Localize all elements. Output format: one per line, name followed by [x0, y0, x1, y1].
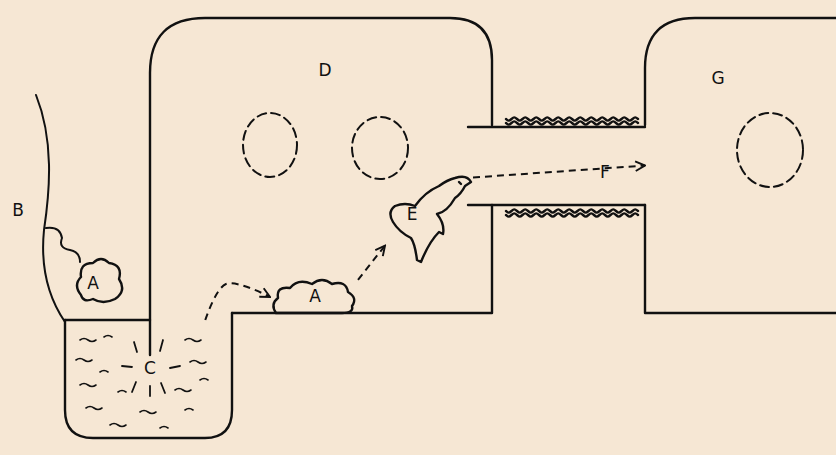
radial-dash	[160, 340, 163, 351]
part-letter: A	[309, 288, 321, 305]
outline-path	[506, 121, 638, 124]
node-outline	[492, 118, 645, 213]
radial-dash	[161, 383, 165, 393]
water-mark	[76, 359, 92, 362]
water-mark	[185, 409, 193, 411]
pit: C	[65, 320, 232, 440]
passage: F	[492, 118, 645, 213]
dashed-circle	[737, 113, 803, 187]
flow-arrow	[205, 283, 270, 320]
outline-path	[65, 319, 150, 321]
outline-path	[468, 204, 645, 206]
radial-dash	[122, 366, 132, 367]
radial-dash	[132, 382, 136, 392]
radial-dash	[134, 342, 137, 352]
outline-path	[273, 280, 354, 313]
dashed-circle	[352, 117, 408, 179]
part-letter: F	[600, 164, 610, 181]
outline-path	[77, 259, 122, 302]
wall-curve	[36, 95, 65, 322]
outline-path	[390, 177, 471, 262]
radial-dash	[170, 366, 180, 368]
part-letter: E	[407, 206, 418, 223]
cloud-body: A	[270, 276, 358, 314]
compartment: D A E	[150, 18, 492, 313]
water-mark	[118, 391, 126, 393]
water-mark	[80, 339, 96, 342]
part-letter: C	[144, 360, 156, 377]
outline-path	[65, 313, 232, 438]
water-mark	[200, 379, 208, 381]
outline-path	[645, 205, 836, 313]
node-outline	[73, 255, 125, 303]
creature: E	[385, 172, 473, 264]
part-letter: D	[318, 62, 331, 79]
outline-path	[468, 126, 645, 128]
water-mark	[160, 427, 168, 429]
cloud-body: A	[73, 255, 125, 303]
node-outline	[385, 172, 473, 264]
node-outline	[645, 18, 836, 313]
outline-path	[232, 205, 492, 313]
water-mark	[140, 411, 156, 414]
water-mark	[185, 339, 201, 342]
flow-arrow	[358, 246, 385, 280]
outline-path	[645, 18, 836, 125]
outline-path	[506, 213, 638, 216]
outline-path	[459, 182, 461, 184]
part-letter: B	[12, 202, 24, 219]
dashed-circle	[243, 113, 297, 177]
water-mark	[190, 361, 206, 364]
water-mark	[86, 407, 102, 410]
water-mark	[100, 371, 108, 373]
water-mark	[110, 424, 126, 427]
outline-path	[506, 209, 638, 212]
flow-arrow	[473, 166, 645, 178]
part-letter: A	[87, 275, 99, 292]
part-letter: G	[711, 70, 724, 87]
node-outline	[65, 320, 232, 440]
outline-path	[150, 18, 492, 355]
water-mark	[175, 389, 191, 392]
water-mark	[80, 384, 96, 387]
outline-path	[506, 117, 638, 120]
water-mark	[104, 336, 112, 338]
cloud-stalk	[46, 228, 80, 262]
radial-dash	[149, 386, 151, 396]
compartment: G	[645, 18, 836, 313]
